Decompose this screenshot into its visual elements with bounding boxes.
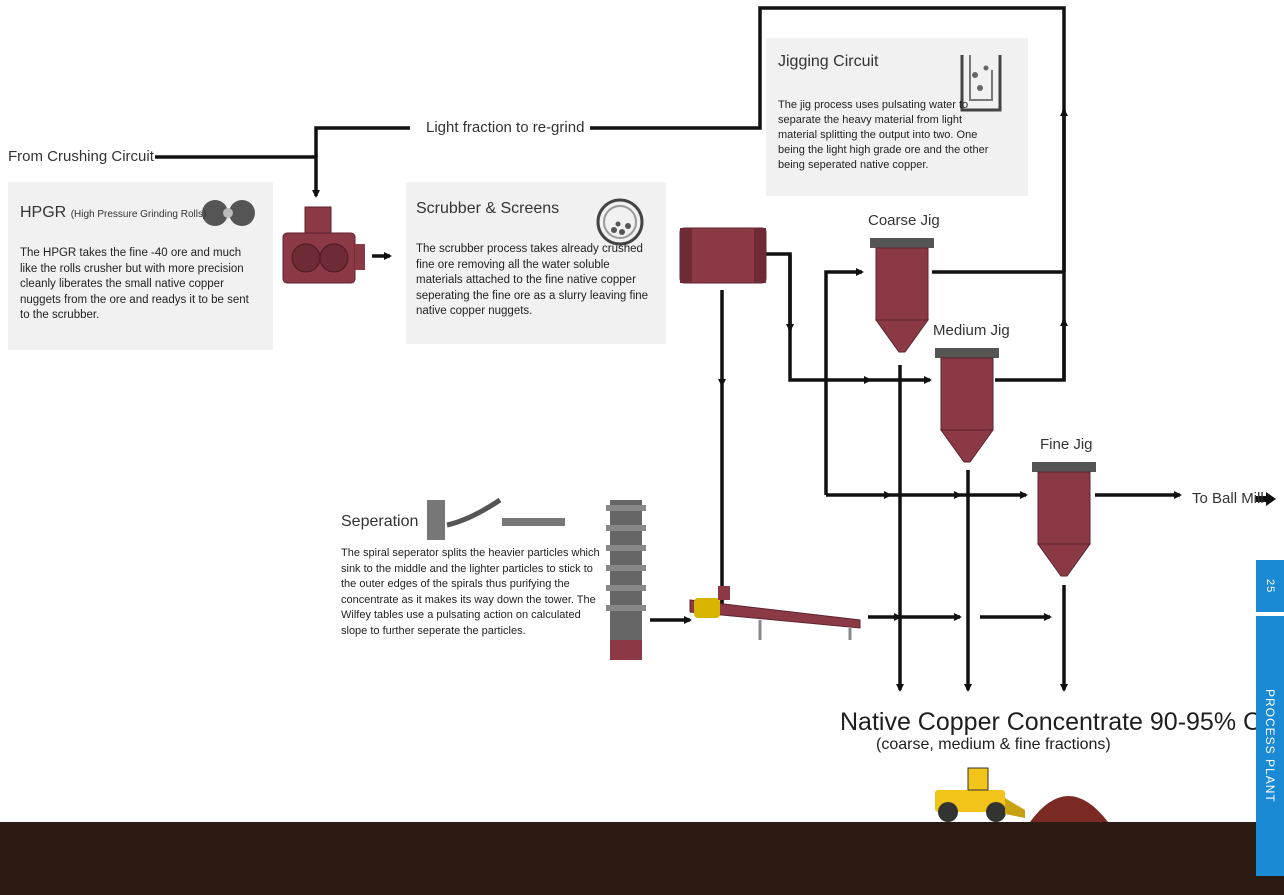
scrubber-icon bbox=[596, 198, 644, 246]
to-ball-mill-label: To Ball Mill bbox=[1192, 490, 1264, 507]
jigging-description: The jig process uses pulsating water to … bbox=[778, 99, 989, 171]
coarse-jig bbox=[870, 238, 934, 353]
medium-out bbox=[995, 218, 1066, 382]
recycle-line-left bbox=[314, 126, 410, 157]
medium-jig bbox=[935, 348, 999, 463]
scrubber-description: The scrubber process takes already crush… bbox=[416, 243, 649, 317]
fine-jig bbox=[1032, 462, 1096, 577]
product-title: Native Copper Concentrate 90-95% Cu bbox=[840, 708, 1275, 736]
hpgr-rolls-icon bbox=[202, 200, 255, 226]
medium-jig-label: Medium Jig bbox=[933, 322, 1010, 339]
recycle-line-top bbox=[590, 6, 778, 130]
feed-line bbox=[155, 155, 320, 198]
separation-description: The spiral seperator splits the heavier … bbox=[341, 547, 600, 637]
ball-mill-arrow-shaft-icon bbox=[1256, 496, 1266, 502]
spiral-separator bbox=[606, 500, 646, 660]
scrubber-drum bbox=[679, 227, 767, 284]
from-crushing-label: From Crushing Circuit bbox=[8, 148, 154, 165]
section-label: PROCESS PLANT bbox=[1263, 689, 1277, 803]
ball-mill-arrow-icon bbox=[1266, 492, 1276, 506]
scrubber-panel bbox=[406, 182, 666, 344]
hpgr-description: The HPGR takes the fine -40 ore and much… bbox=[20, 247, 249, 321]
section-tab[interactable]: PROCESS PLANT bbox=[1256, 616, 1284, 876]
page-number-tab: 25 bbox=[1256, 560, 1284, 612]
product-subtitle: (coarse, medium & fine fractions) bbox=[876, 736, 1111, 753]
feed-coarse bbox=[824, 268, 864, 495]
wilfey-table bbox=[689, 586, 861, 640]
hpgr-machine bbox=[282, 206, 365, 284]
flow-lines bbox=[155, 6, 1182, 692]
jig-icon bbox=[960, 55, 1002, 112]
separation-title: Seperation bbox=[341, 513, 419, 530]
hpgr-title: HPGR (High Pressure Grinding Rolls) bbox=[20, 204, 207, 221]
loader-icon bbox=[935, 767, 1108, 822]
light-fraction-label: Light fraction to re-grind bbox=[420, 119, 591, 136]
separation-icon bbox=[427, 497, 565, 540]
fine-jig-label: Fine Jig bbox=[1040, 436, 1093, 453]
jigging-title: Jigging Circuit bbox=[778, 53, 879, 70]
jigging-panel bbox=[766, 38, 1028, 196]
page-number: 25 bbox=[1264, 578, 1276, 594]
footer-band bbox=[0, 822, 1284, 895]
scrubber-title: Scrubber & Screens bbox=[416, 200, 560, 217]
scrubber-to-medium bbox=[766, 252, 822, 382]
coarse-jig-label: Coarse Jig bbox=[868, 212, 940, 229]
